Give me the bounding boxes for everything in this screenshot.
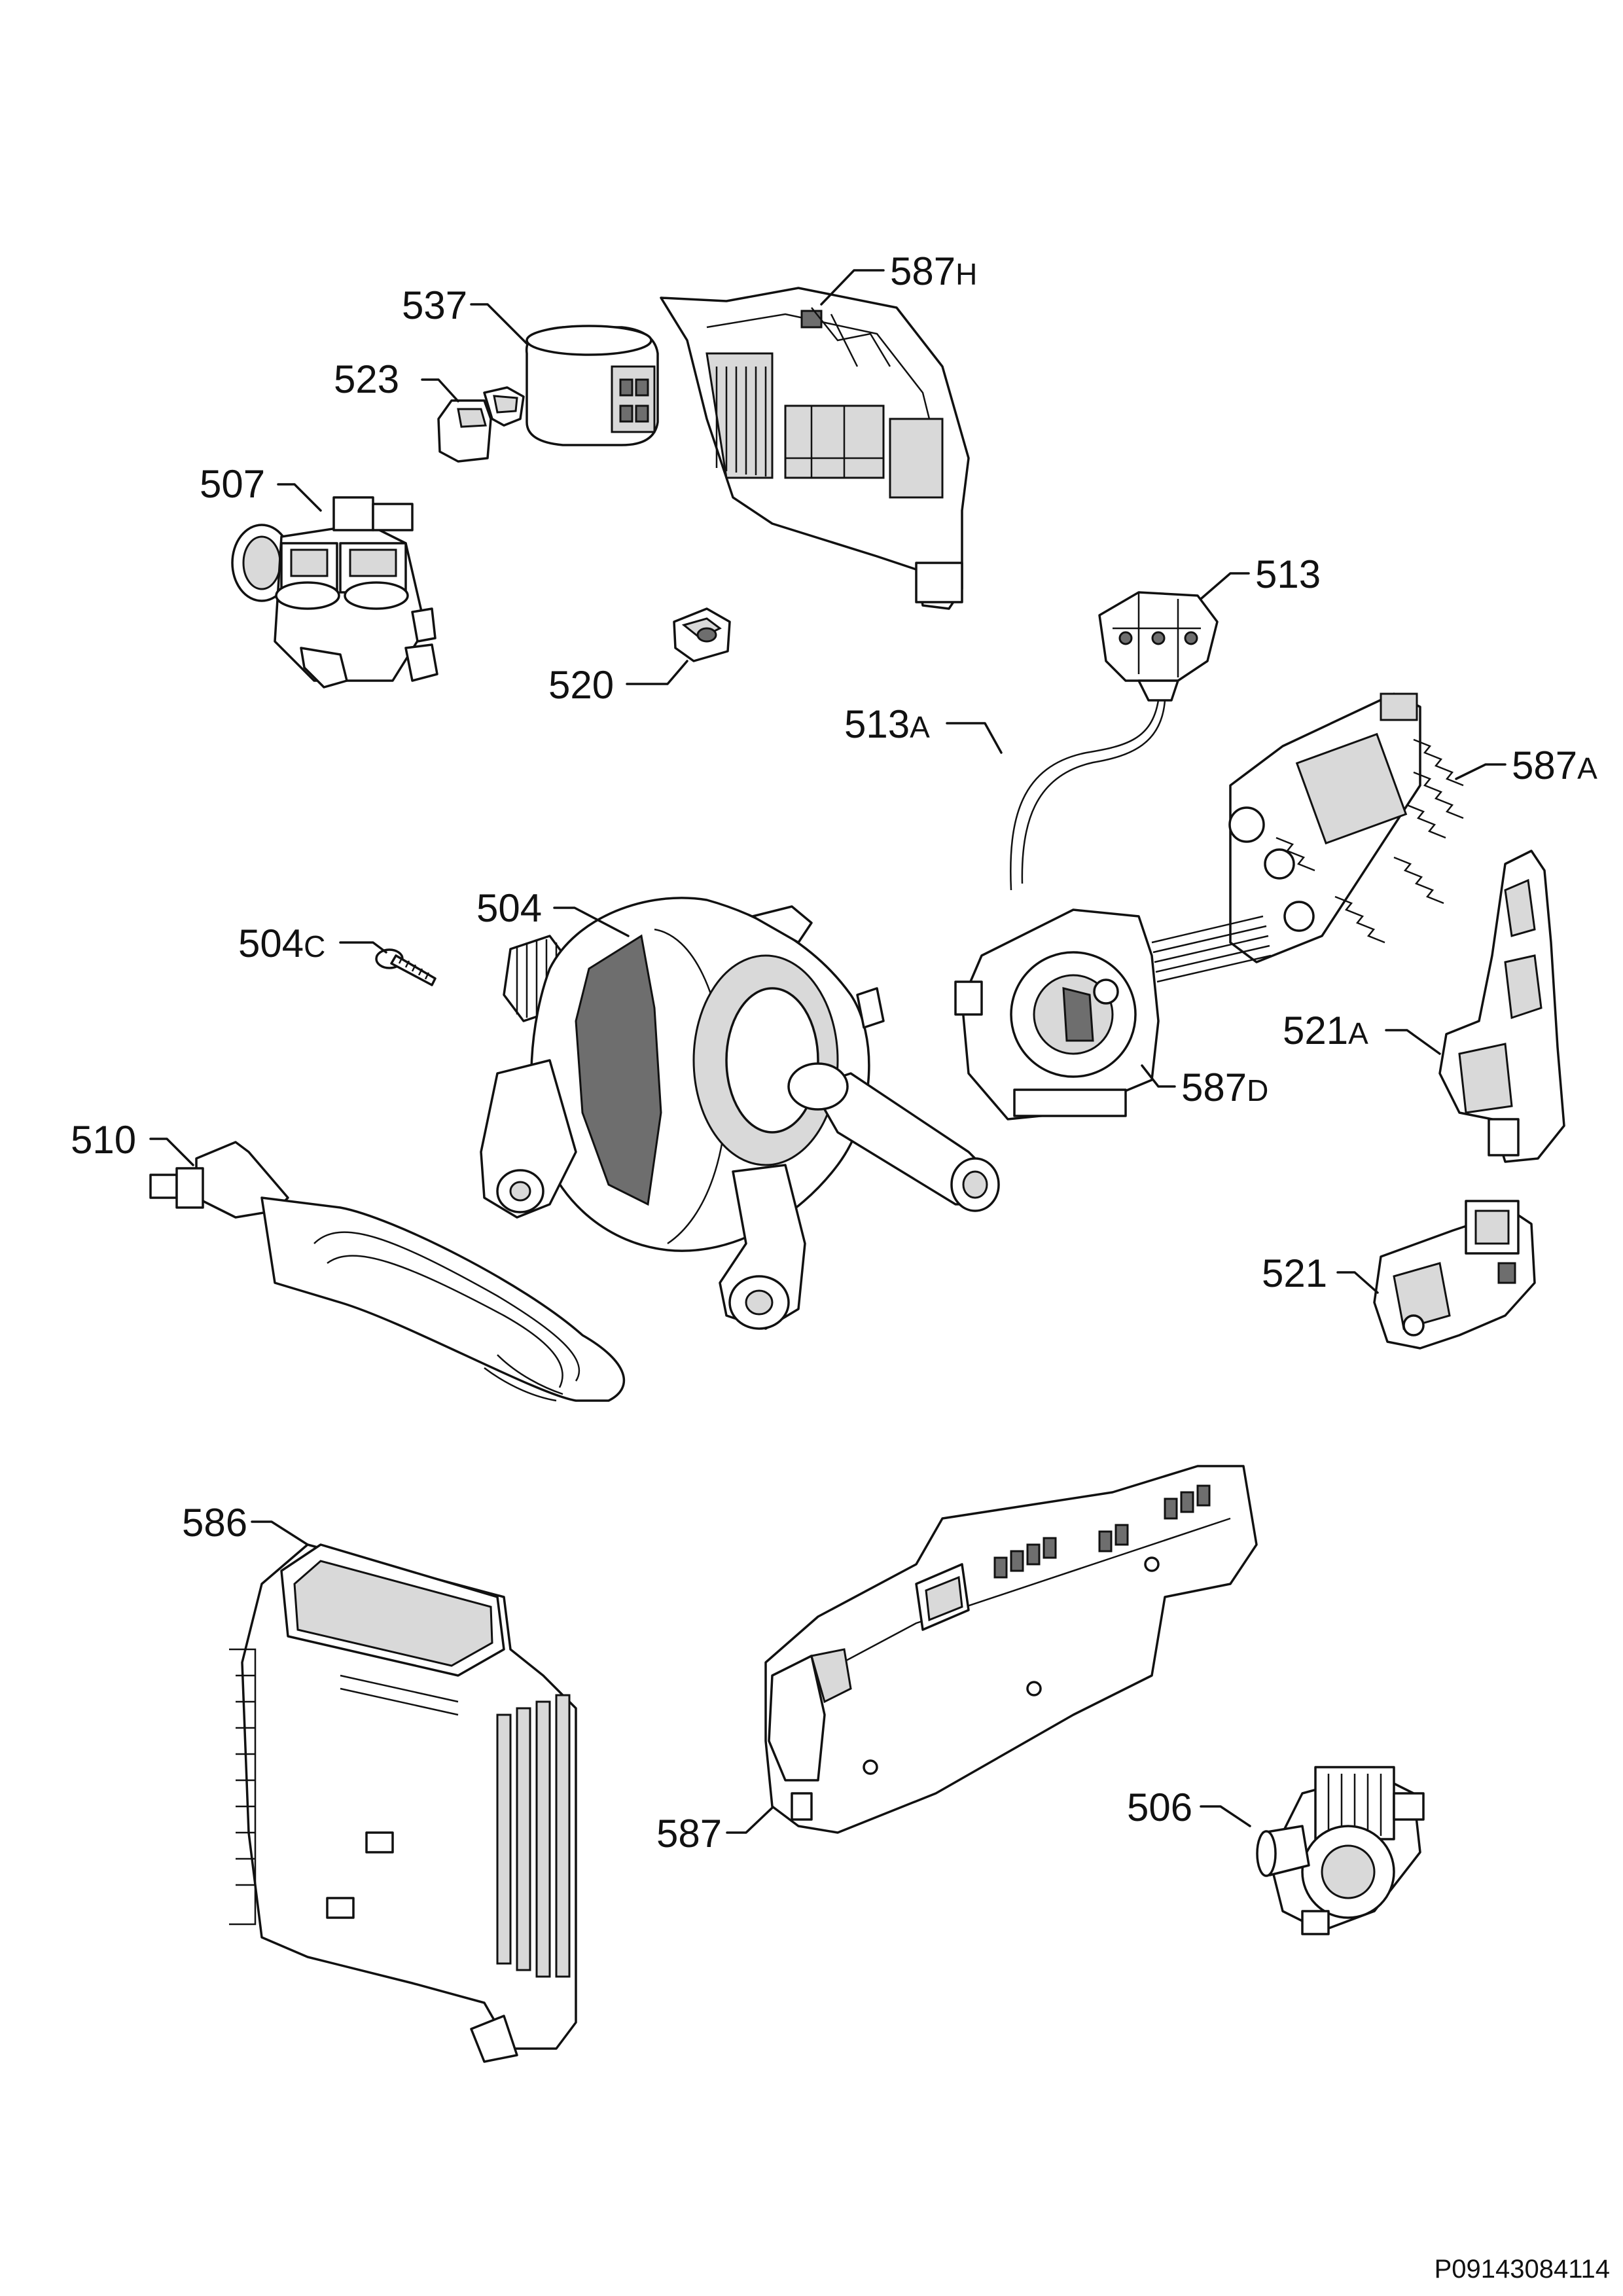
- part-506-drain-pump: [1256, 1766, 1425, 1935]
- part-labels: 537 587H 523 507 520 513 513A 587A 504 5…: [71, 249, 1597, 1856]
- part-520: [673, 607, 731, 662]
- part-537-filter: [525, 325, 659, 446]
- part-513-pressure-switch: [1010, 591, 1219, 891]
- label-504: 504: [476, 886, 542, 930]
- label-513a: 513A: [844, 702, 930, 746]
- label-587d: 587D: [1181, 1066, 1268, 1109]
- part-507-inlet-valve: [231, 496, 438, 689]
- part-587-control-board: [764, 1465, 1258, 1834]
- label-587h: 587H: [890, 249, 977, 293]
- drawing-code: P09143084114: [1435, 2255, 1610, 2284]
- label-504c: 504C: [238, 922, 325, 965]
- label-510: 510: [71, 1118, 136, 1162]
- label-506: 506: [1127, 1785, 1192, 1829]
- part-521-door-lock: [1373, 1200, 1536, 1350]
- part-504c-screw: [375, 948, 437, 986]
- label-586: 586: [182, 1501, 247, 1545]
- part-523-clips: [437, 386, 525, 463]
- label-513: 513: [1255, 552, 1321, 596]
- part-504-motor: [480, 897, 1000, 1330]
- part-510-heating-element: [149, 1141, 626, 1402]
- label-537: 537: [402, 283, 467, 327]
- label-521a: 521A: [1283, 1009, 1368, 1052]
- part-587d-selector: [954, 908, 1272, 1121]
- part-587h-housing: [660, 287, 970, 610]
- label-523: 523: [334, 357, 399, 401]
- label-507: 507: [200, 462, 265, 506]
- label-520: 520: [548, 663, 614, 707]
- leader-lines: [149, 269, 1507, 1834]
- part-587a-selector-board: [1228, 692, 1464, 963]
- label-587a: 587A: [1512, 744, 1597, 787]
- label-521: 521: [1262, 1251, 1327, 1295]
- label-587: 587: [656, 1812, 722, 1856]
- part-521a-cover: [1438, 850, 1565, 1163]
- part-586-power-module: [229, 1543, 577, 2063]
